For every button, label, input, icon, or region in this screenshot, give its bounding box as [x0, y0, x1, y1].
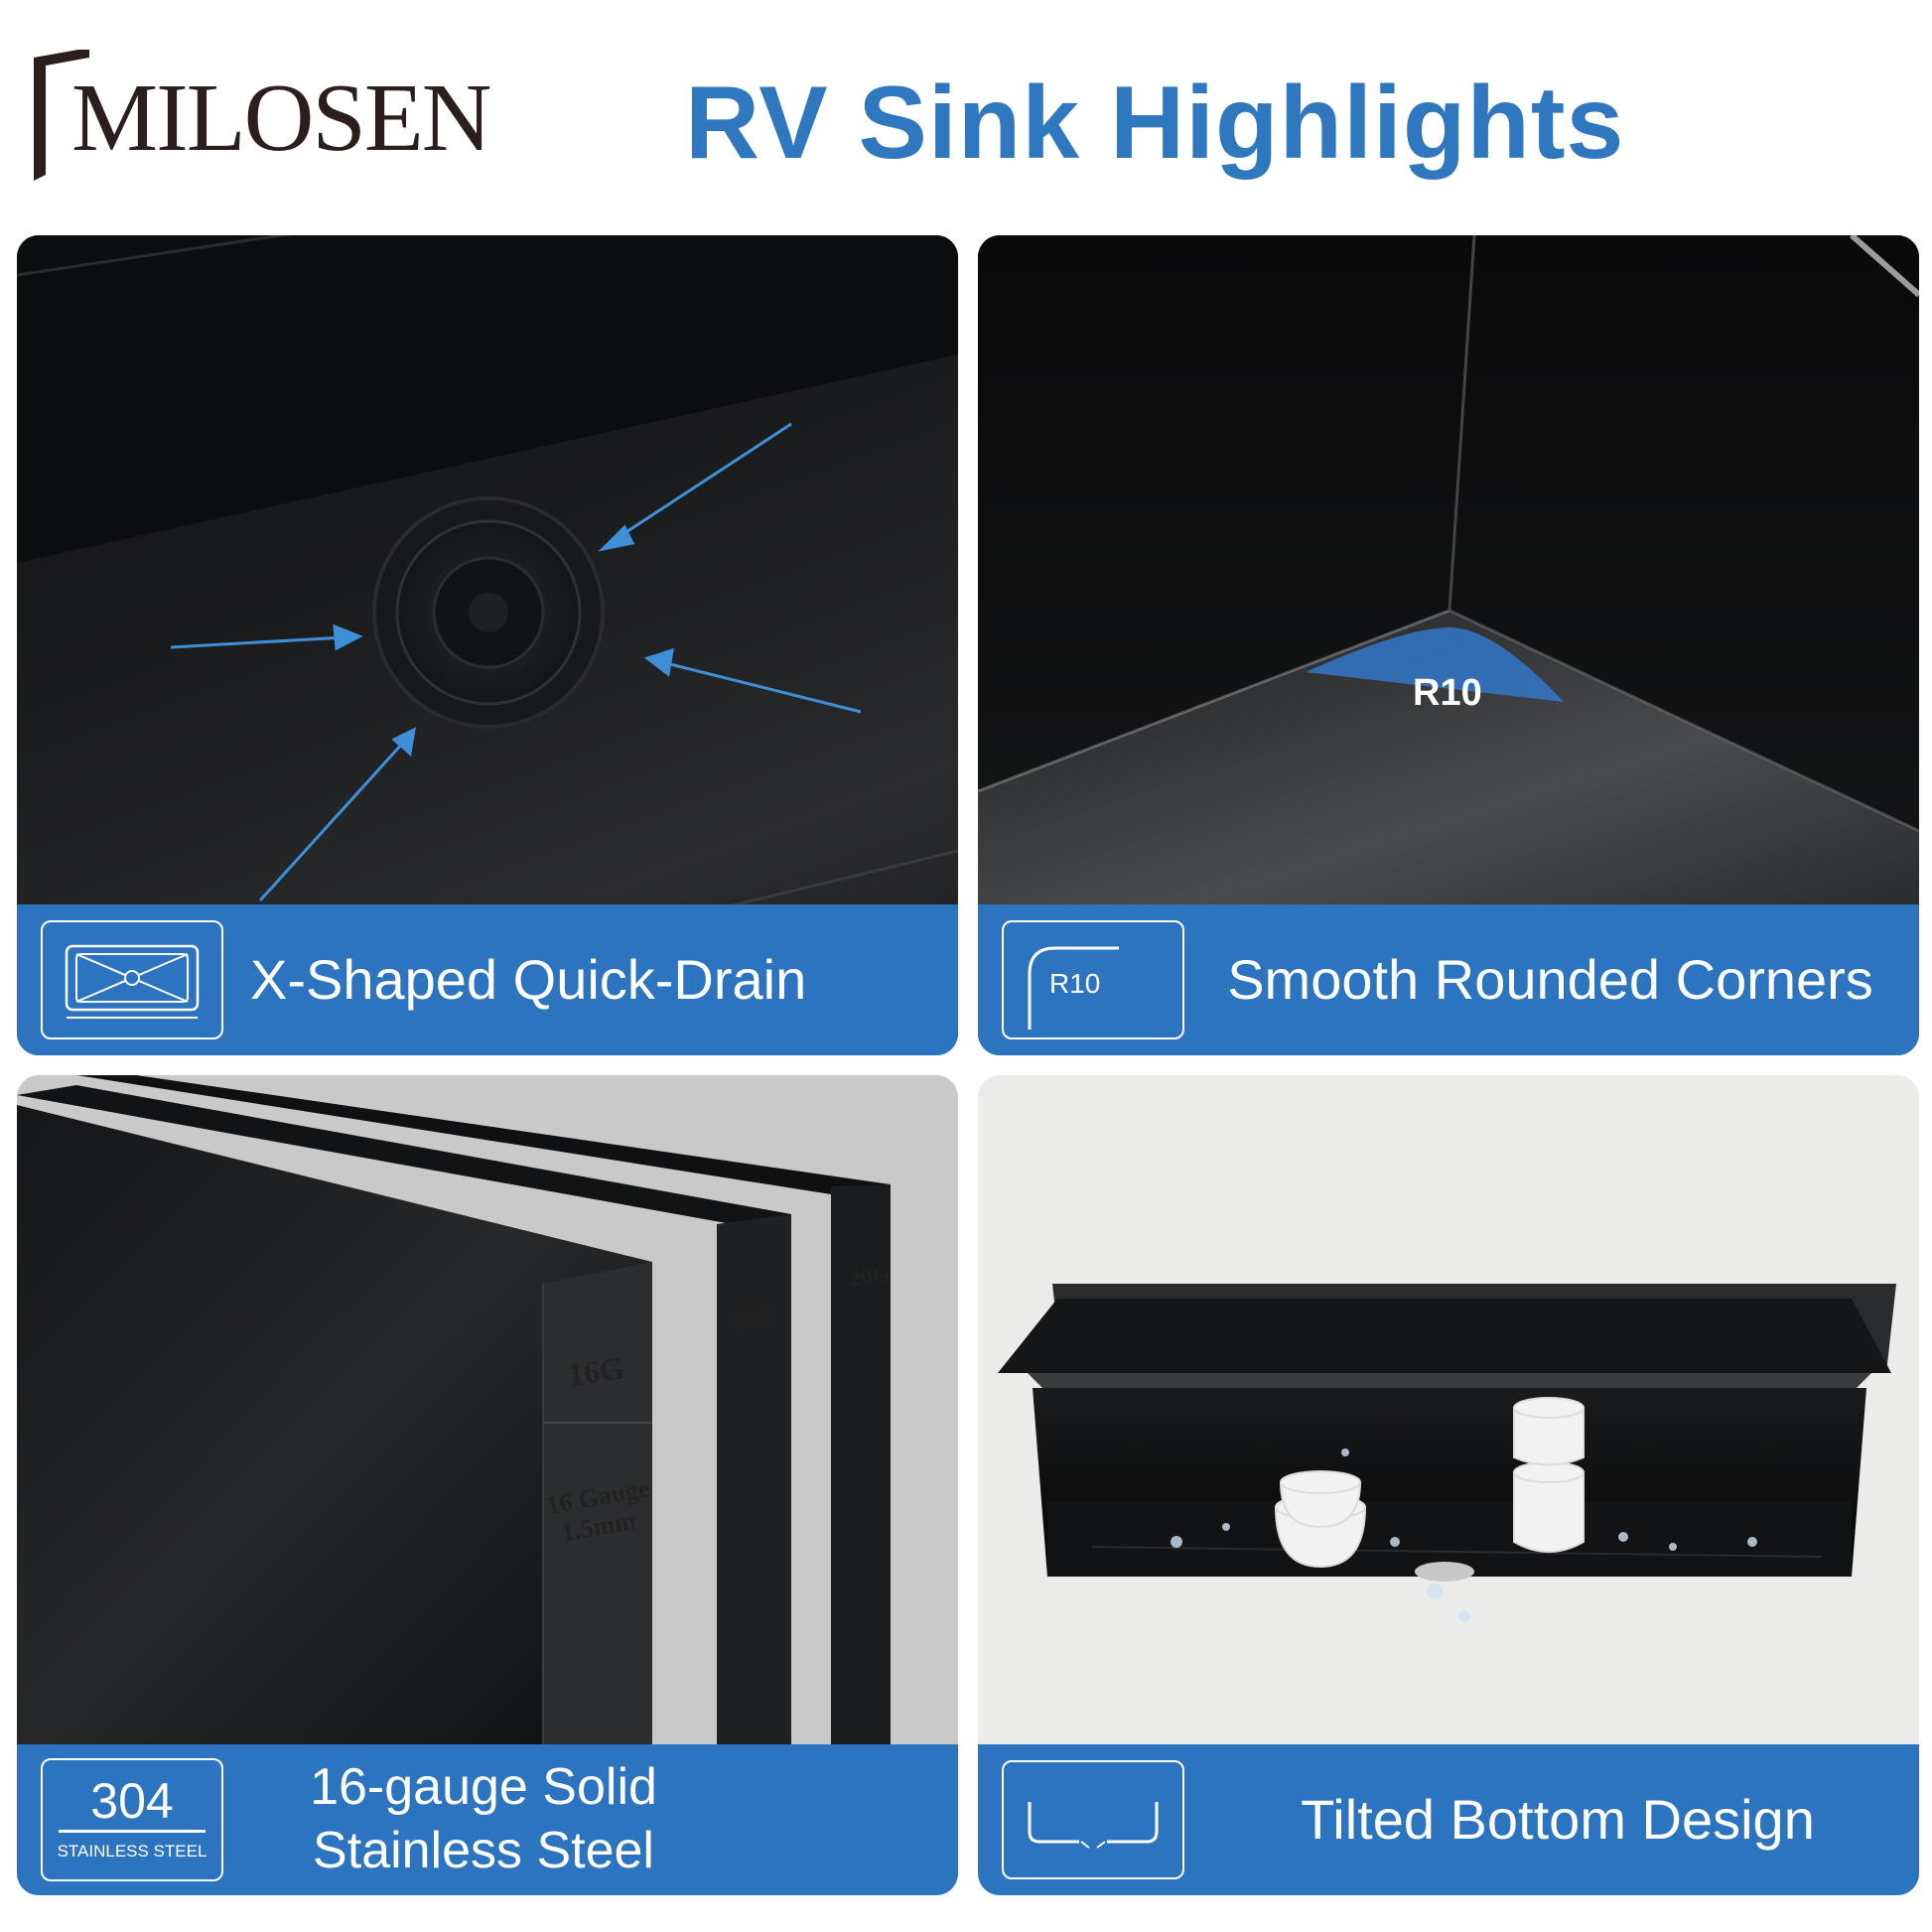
steel-304-badge: 304 STAINLESS STEEL	[41, 1758, 223, 1881]
sink-photo	[998, 1284, 1896, 1622]
gauge-tag-16g: 16G	[565, 1349, 627, 1393]
feature-label-line1: 16-gauge Solid	[310, 1758, 657, 1816]
feature-banner: R10 Smooth Rounded Corners	[978, 904, 1919, 1055]
feature-label: Smooth Rounded Corners	[1227, 947, 1873, 1011]
corner-badge-text: R10	[1049, 968, 1101, 999]
feature-banner: Tilted Bottom Design	[978, 1744, 1919, 1895]
brand-mark-icon	[34, 50, 89, 181]
panel-rounded-corners: R10 R10 Smooth Rounded Corners	[978, 235, 1919, 1055]
page-title: RV Sink Highlights	[685, 66, 1625, 181]
brand-logo: MILOSEN	[32, 50, 492, 184]
steel-grade-caption: STAINLESS STEEL	[57, 1842, 207, 1861]
corner-radius-callout: R10	[1413, 672, 1482, 714]
steel-grade-number: 304	[90, 1773, 174, 1829]
rounded-corner-icon: R10	[1002, 920, 1184, 1039]
tilted-bottom-icon	[1002, 1760, 1184, 1879]
corner-photo	[978, 235, 1919, 910]
drain-photo	[17, 235, 958, 910]
badge-divider	[59, 1830, 206, 1833]
feature-label: X-Shaped Quick-Drain	[250, 947, 807, 1011]
feature-banner: X-Shaped Quick-Drain	[17, 904, 958, 1055]
panel-gauge-steel: 16G 18G 20G 16 Gauge 1.5mm 304 STAINLESS…	[17, 1075, 958, 1895]
feature-label-line2: Stainless Steel	[313, 1822, 654, 1879]
gauge-tag-18g: 18G	[730, 1300, 779, 1336]
feature-banner: 304 STAINLESS STEEL 16-gauge Solid Stain…	[17, 1744, 958, 1895]
panel-tilted-bottom: Tilted Bottom Design	[978, 1075, 1919, 1895]
brand-name: MILOSEN	[71, 65, 492, 172]
steel-sheets-photo	[17, 1075, 891, 1750]
feature-label: Tilted Bottom Design	[1301, 1787, 1815, 1851]
panel-quick-drain: X-Shaped Quick-Drain	[17, 235, 958, 1055]
x-drain-icon	[41, 920, 223, 1039]
